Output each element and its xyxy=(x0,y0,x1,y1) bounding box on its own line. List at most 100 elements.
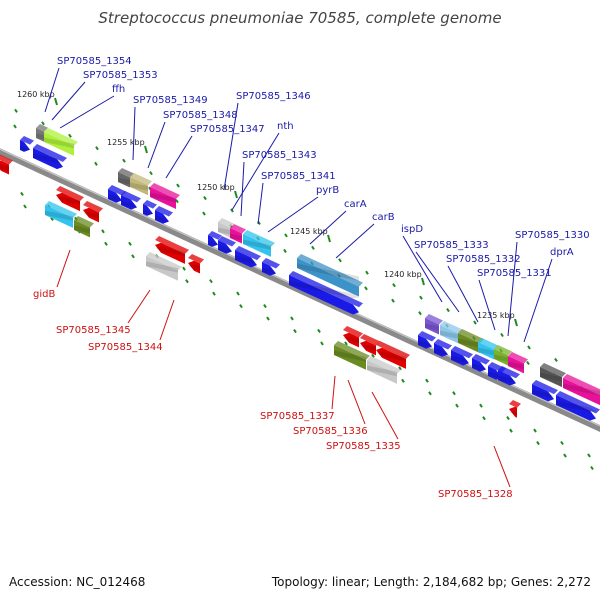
tick-mark xyxy=(20,191,24,197)
tick-mark xyxy=(392,283,396,288)
gene-label-forward: carB xyxy=(372,212,395,223)
tick-mark xyxy=(185,279,189,284)
gene-feature xyxy=(532,380,558,402)
gene-feature xyxy=(218,236,236,254)
gene-feature xyxy=(56,186,84,212)
gene-feature xyxy=(508,352,528,374)
tick-mark xyxy=(266,316,270,321)
tick-mark xyxy=(587,453,591,458)
tick-mark xyxy=(526,360,530,366)
gene-feature xyxy=(360,334,380,356)
tick-mark xyxy=(418,311,422,316)
tick-mark xyxy=(320,341,324,346)
gene-feature xyxy=(451,346,473,366)
tick-mark xyxy=(344,341,348,346)
tick-mark xyxy=(401,378,405,383)
gene-feature xyxy=(150,183,180,209)
gene-feature xyxy=(146,252,182,281)
tick-mark xyxy=(230,208,234,213)
tick-mark xyxy=(509,428,513,433)
gene-features xyxy=(0,124,600,421)
gene-labels: SP70585_1354SP70585_1353ffhSP70585_1349S… xyxy=(33,56,590,500)
gene-feature xyxy=(509,400,521,418)
tick-mark xyxy=(506,416,510,421)
gene-feature xyxy=(343,326,363,348)
tick-mark xyxy=(391,298,395,303)
gene-label-forward: SP70585_1349 xyxy=(133,95,208,106)
tick-mark xyxy=(317,328,321,333)
gene-feature xyxy=(74,216,94,238)
tick-mark xyxy=(212,291,216,296)
tick-mark xyxy=(14,108,18,113)
tick-mark xyxy=(536,441,540,446)
gene-feature xyxy=(235,246,261,268)
gene-label-forward: SP70585_1330 xyxy=(515,230,590,241)
tick-mark xyxy=(41,121,45,126)
gene-label-forward: ffh xyxy=(112,84,125,95)
kbp-label: 1235 kbp xyxy=(477,311,515,320)
kbp-label: 1255 kbp xyxy=(107,138,145,147)
gene-feature xyxy=(188,254,204,274)
gene-feature xyxy=(289,271,363,315)
gene-feature xyxy=(45,201,77,228)
tick-mark xyxy=(290,316,294,321)
gene-feature xyxy=(478,338,498,360)
tick-mark xyxy=(284,233,288,238)
tick-mark xyxy=(563,453,567,458)
gene-label-reverse: gidB xyxy=(33,289,55,300)
gene-feature xyxy=(262,258,280,276)
gene-label-reverse: SP70585_1336 xyxy=(293,426,368,437)
tick-mark xyxy=(293,328,297,334)
gene-label-reverse: SP70585_1337 xyxy=(260,411,335,422)
tick-mark xyxy=(175,199,179,204)
gene-feature xyxy=(418,331,436,349)
gene-feature xyxy=(494,345,512,366)
tick-mark xyxy=(500,332,504,338)
gene-feature xyxy=(472,354,490,372)
tick-mark xyxy=(239,304,243,309)
gene-label-reverse: SP70585_1335 xyxy=(326,441,401,452)
gene-label-forward: SP70585_1347 xyxy=(190,124,265,135)
kbp-label: 1260 kbp xyxy=(17,90,55,99)
genome-summary: Topology: linear; Length: 2,184,682 bp; … xyxy=(271,575,591,589)
tick-mark xyxy=(263,303,267,309)
tick-mark xyxy=(364,286,368,291)
tick-mark xyxy=(428,391,432,396)
gene-label-forward: SP70585_1332 xyxy=(446,254,521,265)
gene-label-forward: ispD xyxy=(401,224,423,235)
tick-mark xyxy=(202,211,206,216)
gene-feature xyxy=(108,185,126,203)
gene-label-forward: SP70585_1331 xyxy=(477,268,552,279)
tick-mark xyxy=(365,270,369,275)
tick-mark xyxy=(473,320,477,325)
gene-label-reverse: SP70585_1345 xyxy=(56,325,131,336)
gene-feature xyxy=(83,201,103,223)
kbp-label: 1240 kbp xyxy=(384,270,422,279)
tick-mark xyxy=(455,403,459,408)
gene-feature xyxy=(218,218,234,238)
gene-feature xyxy=(143,200,157,216)
tick-mark xyxy=(182,266,186,271)
tick-mark xyxy=(560,440,564,446)
gene-label-reverse: SP70585_1328 xyxy=(438,489,513,500)
gene-feature xyxy=(297,254,363,297)
tick-mark xyxy=(533,428,537,433)
tick-mark xyxy=(479,403,483,408)
gene-feature xyxy=(425,314,443,335)
tick-mark xyxy=(371,353,375,358)
tick-mark xyxy=(131,254,135,259)
tick-mark xyxy=(446,308,450,313)
gene-label-forward: SP70585_1333 xyxy=(414,240,489,251)
gene-feature xyxy=(208,231,222,247)
tick-mark xyxy=(104,241,108,246)
gene-feature xyxy=(334,341,370,370)
tick-mark xyxy=(95,146,99,151)
tick-mark xyxy=(50,216,54,222)
gene-label-forward: nth xyxy=(277,121,294,132)
gene-feature xyxy=(434,339,452,357)
genome-backbone xyxy=(0,148,600,432)
gene-feature xyxy=(118,168,134,188)
gene-label-forward: SP70585_1353 xyxy=(83,70,158,81)
gene-feature xyxy=(130,173,152,196)
kbp-label: 1245 kbp xyxy=(290,227,328,236)
